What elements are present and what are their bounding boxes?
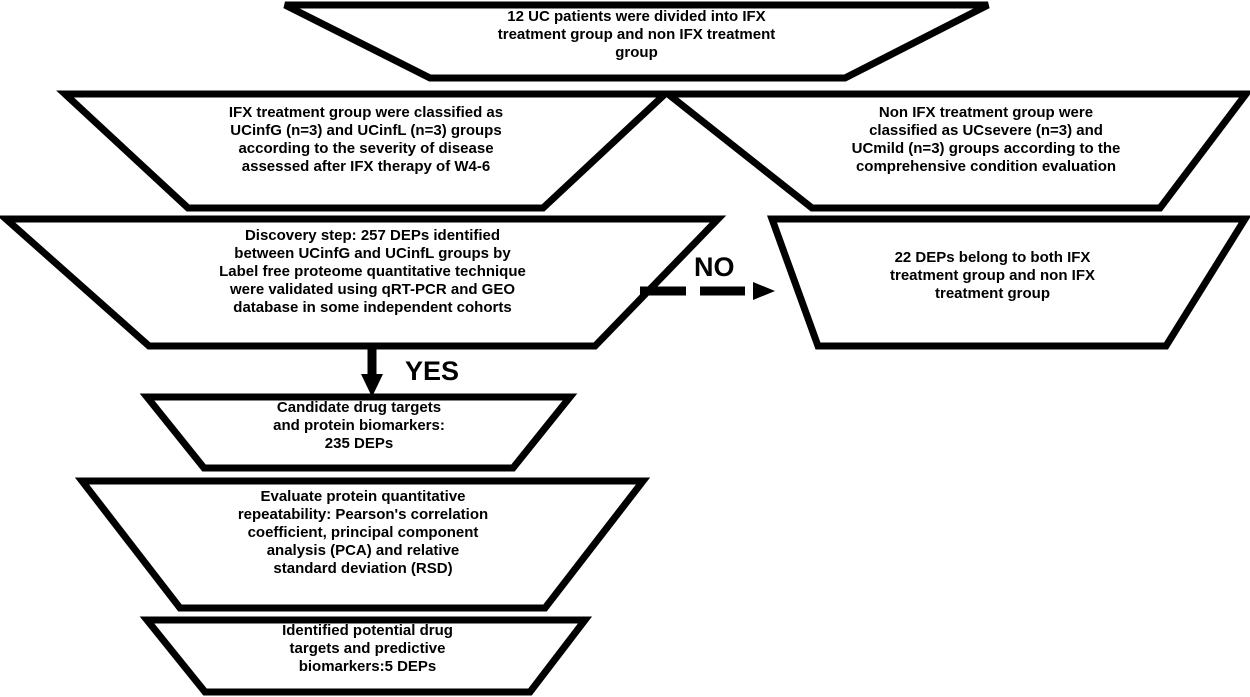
no-edge-label: NO	[694, 252, 735, 282]
ifx-treatment-group-box[interactable]	[56, 90, 674, 212]
discovery-step-box[interactable]	[0, 215, 727, 350]
no-arrow	[640, 282, 775, 300]
yes-arrow	[361, 346, 383, 397]
overlapping-deps-box[interactable]	[767, 215, 1250, 350]
patient-cohort-box[interactable]	[283, 1, 990, 82]
identified-targets-box[interactable]	[139, 616, 593, 696]
candidate-drug-targets-box[interactable]	[139, 393, 578, 472]
evaluate-repeatability-box[interactable]	[74, 477, 651, 612]
non-ifx-treatment-group-box[interactable]	[657, 90, 1250, 212]
yes-edge-label: YES	[405, 356, 460, 386]
